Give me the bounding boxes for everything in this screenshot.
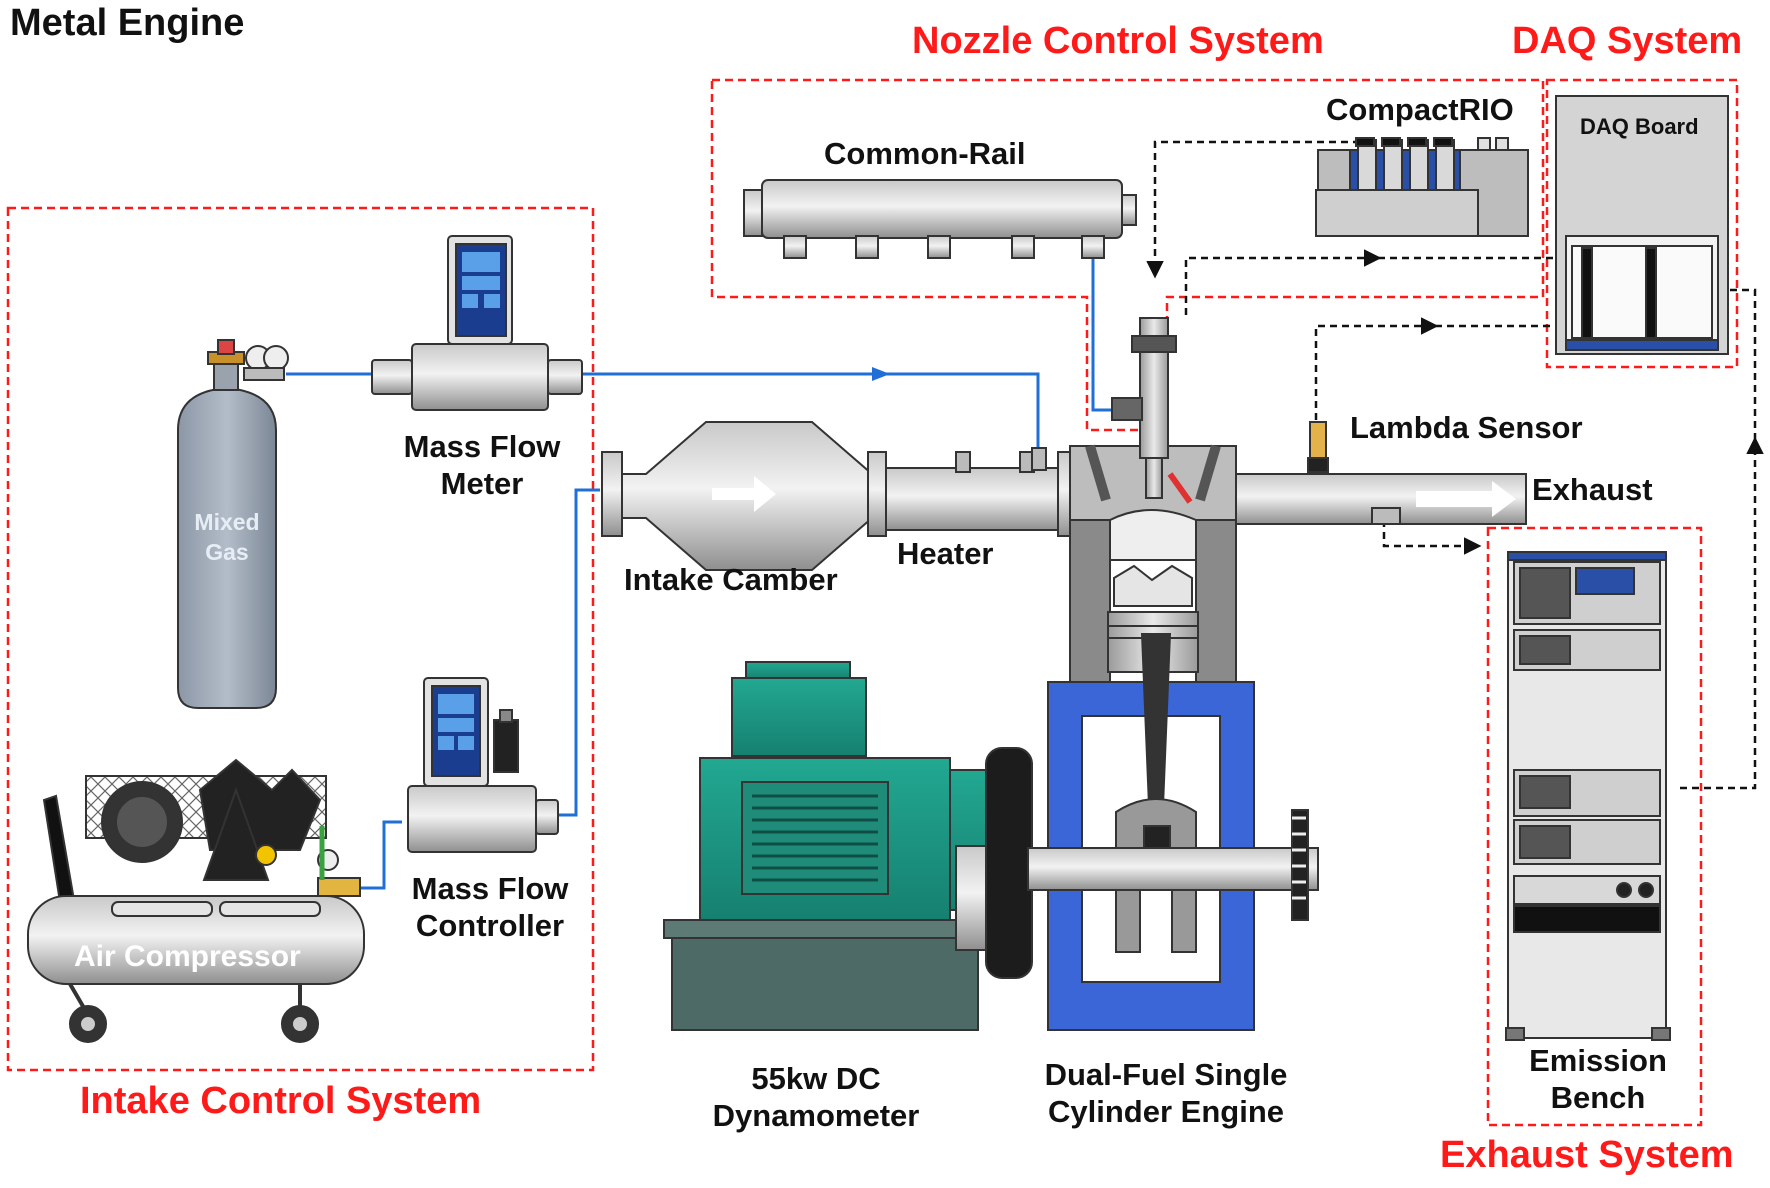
emission-bench-label-line-1: Emission bbox=[1529, 1043, 1667, 1078]
fuel-line-rail-to-injector bbox=[1091, 258, 1118, 412]
intake-camber-label: Intake Camber bbox=[624, 562, 838, 597]
gas-line-meter-to-intake bbox=[582, 372, 1040, 450]
fuel-injector bbox=[1111, 317, 1177, 499]
nozzle-system-label: Nozzle Control System bbox=[912, 20, 1324, 62]
engine-label-line-2: Cylinder Engine bbox=[1048, 1094, 1284, 1130]
dynamometer-label-line-1: 55kw DC bbox=[751, 1061, 881, 1096]
signal-crio-to-injector bbox=[1146, 140, 1360, 279]
compactrio-label: CompactRIO bbox=[1326, 92, 1514, 127]
signal-lambda-to-daq bbox=[1314, 317, 1439, 420]
signal-exhaust-to-bench bbox=[1382, 520, 1482, 555]
emission-bench-cabinet bbox=[1505, 551, 1671, 1041]
lambda-sensor-label: Lambda Sensor bbox=[1350, 410, 1583, 445]
mass-flow-controller-label: Mass Flow Controller bbox=[412, 870, 569, 944]
common-rail-label: Common-Rail bbox=[824, 136, 1026, 171]
signal-daq-up bbox=[1717, 288, 1757, 440]
gas-lines bbox=[286, 258, 1118, 890]
daq-system-frame bbox=[1545, 78, 1739, 369]
mass-flow-meter-label-line-2: Meter bbox=[440, 466, 524, 502]
mixed-gas-label-line-1: Mixed bbox=[194, 509, 260, 535]
daq-board-label: DAQ Board bbox=[1580, 114, 1699, 139]
exhaust-label: Exhaust bbox=[1532, 472, 1653, 507]
intake-camber bbox=[601, 421, 885, 571]
gas-line-controller-to-intake bbox=[555, 488, 600, 817]
emission-bench-label: Emission Bench bbox=[1529, 1042, 1667, 1116]
intake-system-label: Intake Control System bbox=[80, 1080, 482, 1122]
common-rail bbox=[743, 179, 1137, 259]
flow-arrow bbox=[872, 367, 890, 381]
diagram-title: Metal Engine bbox=[10, 2, 245, 44]
exhaust-pipe bbox=[1235, 421, 1527, 525]
air-compressor-label: Air Compressor bbox=[74, 940, 301, 973]
intake-heater-pipe bbox=[867, 447, 1115, 537]
mixed-gas-label: Mixed Gas bbox=[194, 508, 259, 568]
emission-bench-label-line-2: Bench bbox=[1550, 1080, 1646, 1116]
signal-engine-to-daq bbox=[1184, 249, 1382, 315]
exhaust-system-frame bbox=[1486, 526, 1703, 1127]
heater-label: Heater bbox=[897, 536, 994, 571]
signal-bench-to-daq bbox=[1680, 436, 1764, 790]
engine-label-line-1: Dual-Fuel Single bbox=[1044, 1057, 1288, 1092]
system-frames bbox=[6, 78, 1739, 1127]
compactrio-device bbox=[1315, 137, 1529, 237]
engine-label: Dual-Fuel Single Cylinder Engine bbox=[1045, 1056, 1288, 1130]
mixed-gas-tank bbox=[177, 339, 289, 709]
mass-flow-meter bbox=[371, 235, 583, 411]
intake-system-frame bbox=[6, 206, 595, 1072]
mass-flow-meter-label-line-1: Mass Flow bbox=[403, 429, 561, 464]
dynamometer-label-line-2: Dynamometer bbox=[712, 1098, 920, 1134]
exhaust-system-label: Exhaust System bbox=[1440, 1134, 1734, 1176]
dc-dynamometer bbox=[663, 661, 1319, 1031]
nozzle-system-frame bbox=[710, 78, 1545, 432]
mass-flow-meter-label: Mass Flow Meter bbox=[404, 428, 561, 502]
mass-flow-controller-label-line-2: Controller bbox=[415, 908, 565, 944]
mixed-gas-label-line-2: Gas bbox=[205, 538, 249, 565]
mass-flow-controller-label-line-1: Mass Flow bbox=[411, 871, 569, 906]
mass-flow-controller bbox=[407, 677, 559, 853]
daq-system-label: DAQ System bbox=[1512, 20, 1743, 62]
air-compressor bbox=[27, 758, 365, 1043]
dynamometer-label: 55kw DC Dynamometer bbox=[713, 1060, 920, 1134]
gas-line-compressor-to-controller bbox=[360, 820, 402, 890]
single-cylinder-engine bbox=[1047, 444, 1255, 1031]
daq-board-device bbox=[1555, 95, 1729, 355]
